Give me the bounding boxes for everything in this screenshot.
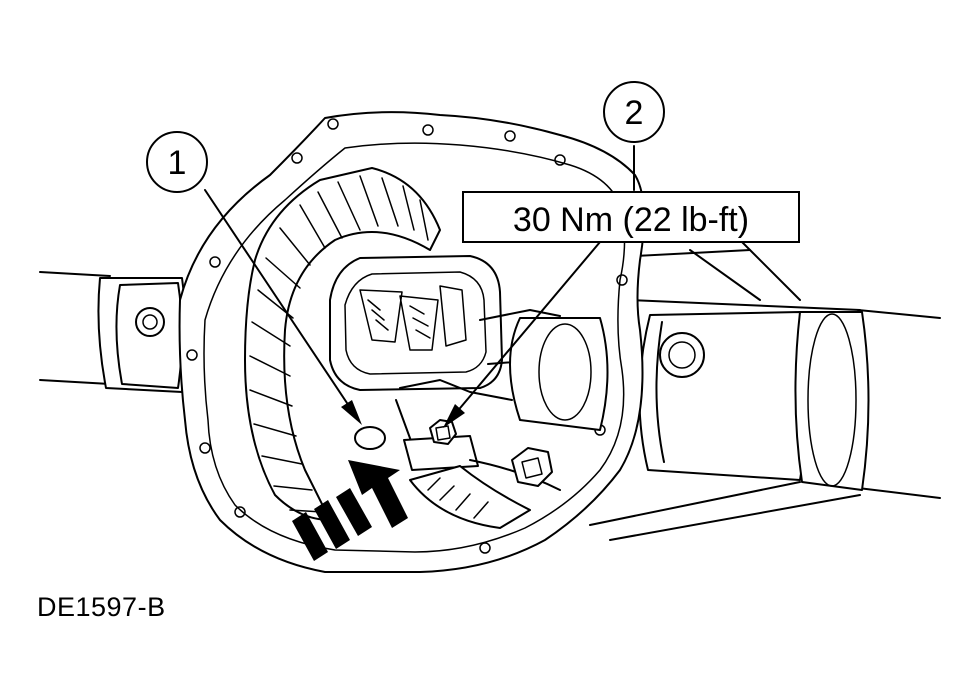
callout-2-number: 2 [625,94,644,132]
arrow-stripe-3 [292,512,328,561]
right-axle-tube [559,239,941,541]
leader-lines [204,145,635,428]
ring-gear-teeth [249,175,429,513]
pinion-gear [409,465,531,529]
left-axle-tube [39,271,187,393]
callout-1-number: 1 [168,144,187,182]
arrow-large [348,460,408,528]
direction-arrows [292,460,408,561]
torque-spec-box: 30 Nm (22 lb-ft) [462,191,800,243]
ring-gear [244,167,441,521]
arrow-stripe-1 [336,488,372,536]
callout-2: 2 [603,81,665,143]
torque-spec-text: 30 Nm (22 lb-ft) [513,201,749,239]
cap-bolt [429,419,457,445]
bearing-cap [395,317,609,491]
case-hole [354,426,386,450]
callout-1: 1 [146,131,208,193]
figure-id: DE1597-B [37,592,166,622]
pinion-nut [511,447,553,487]
arrow-stripe-2 [314,500,350,549]
